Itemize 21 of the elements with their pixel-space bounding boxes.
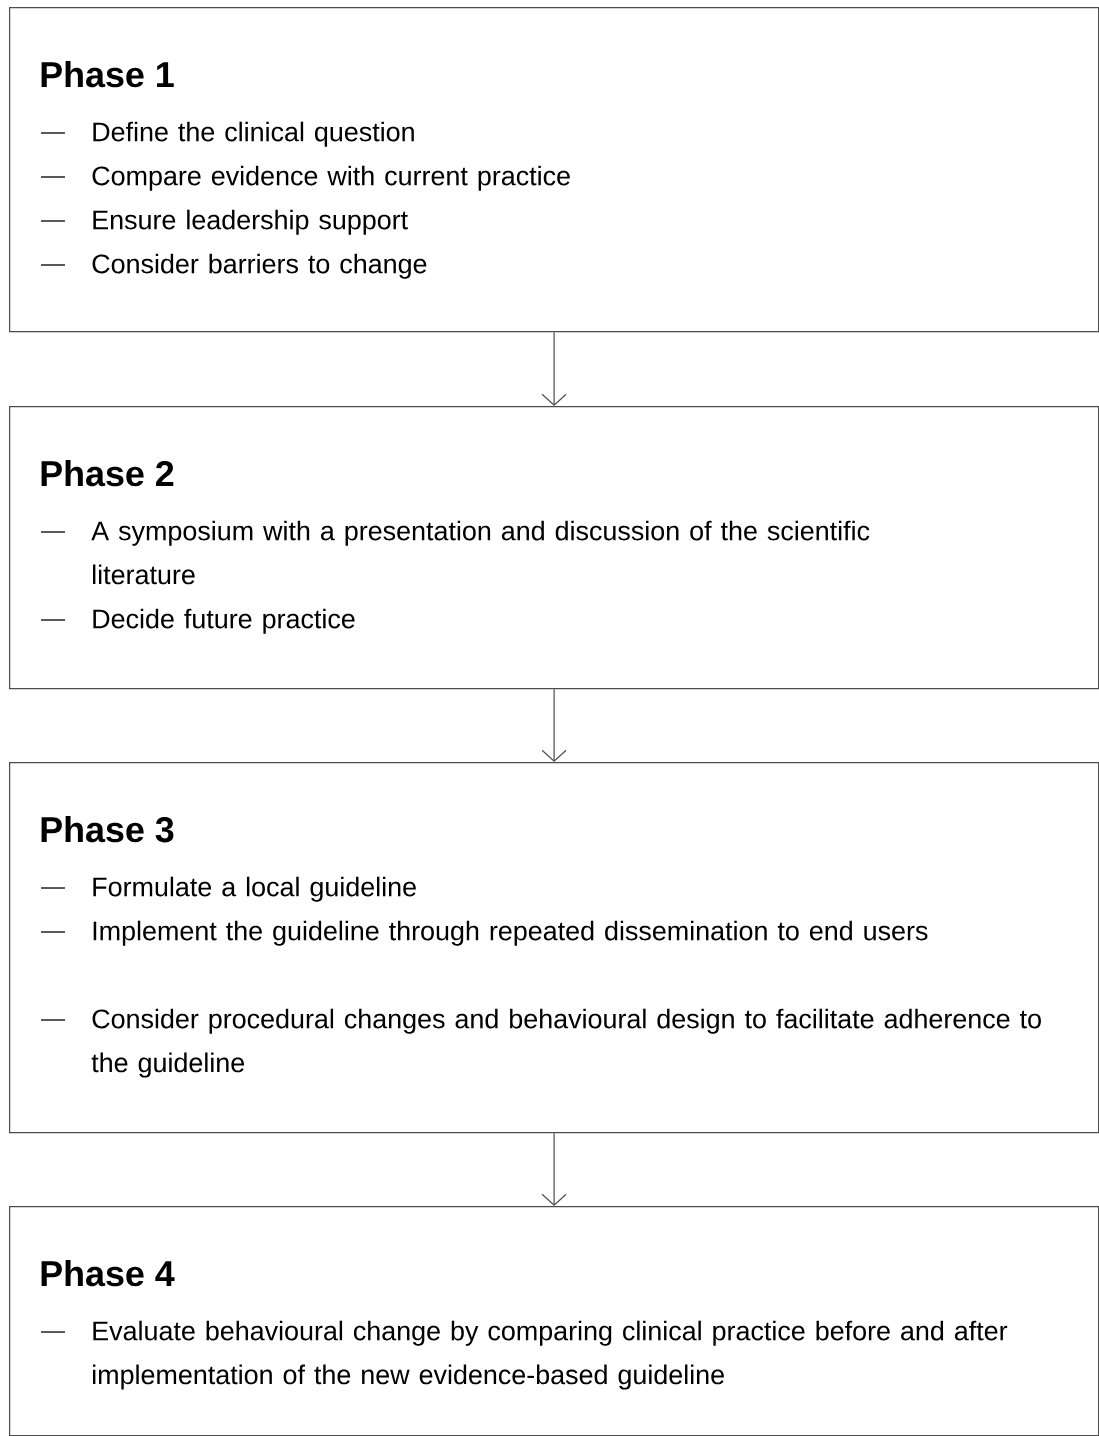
phase-box: [9, 406, 1099, 690]
phase-box: [9, 762, 1099, 1134]
list-item: A symposium with a presentation and discussion of the scientific literature: [91, 520, 870, 585]
arrow: [541, 331, 567, 406]
list-item: Ensure leadership support: [93, 209, 408, 235]
phase-box: [9, 1206, 1099, 1436]
phase-heading: Phase 2: [41, 460, 174, 487]
list-item: Consider procedural changes and behavioural design to facilitate adherence to the guideline: [91, 1008, 1041, 1078]
list-item: Define the clinical question: [93, 121, 414, 147]
list-item: Consider barriers to change: [92, 253, 427, 279]
list-item: Formulate a local guideline: [93, 876, 416, 902]
phase-box: [9, 7, 1099, 333]
list-item: Compare evidence with current practice: [92, 165, 570, 191]
phase-heading: Phase 4: [41, 1260, 175, 1287]
phase-heading: Phase 1: [41, 61, 174, 88]
arrow: [541, 688, 567, 762]
list-item: Implement the guideline through repeated dissemination to end users: [93, 920, 928, 946]
arrow: [541, 1132, 567, 1206]
phase-heading: Phase 3: [41, 816, 174, 843]
list-item: Evaluate behavioural change by comparing clinical practice before and after implementation of the new evidence-based guideline: [93, 1320, 1008, 1390]
list-item: Decide future practice: [93, 608, 355, 634]
